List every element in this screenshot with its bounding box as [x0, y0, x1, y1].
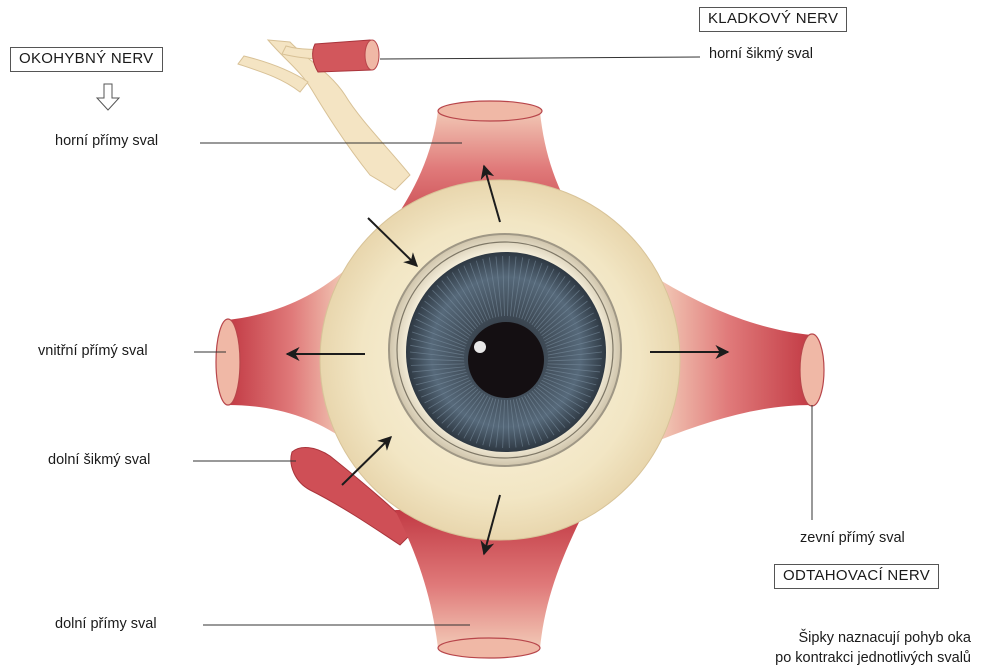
medial-rectus-label: vnitřní přímý sval — [38, 343, 148, 360]
superior-oblique-muscle — [313, 40, 379, 72]
note-line-2: po kontrakci jednotlivých svalů — [775, 648, 971, 668]
superior-rectus-label: horní přímy sval — [55, 133, 158, 150]
abducens-nerve-label: ODTAHOVACÍ NERV — [774, 564, 939, 589]
lateral-rectus-label: zevní přímý sval — [800, 530, 905, 547]
pupil — [468, 322, 544, 398]
oculomotor-nerve-label: OKOHYBNÝ NERV — [10, 47, 163, 72]
arrow-explanation-note: Šipky naznacují pohyb oka po kontrakci j… — [775, 628, 971, 668]
superior-oblique-label: horní šikmý sval — [709, 46, 813, 63]
inferior-rectus-label: dolní přímy sval — [55, 616, 157, 633]
trochlear-nerve-label: KLADKOVÝ NERV — [699, 7, 847, 32]
inferior-oblique-label: dolní šikmý sval — [48, 452, 150, 469]
leader-superior-oblique — [380, 57, 700, 59]
pupil-highlight — [474, 341, 486, 353]
down-arrow-icon — [97, 84, 119, 110]
note-line-1: Šipky naznacují pohyb oka — [775, 628, 971, 648]
lateral-rectus-muscle — [660, 280, 824, 440]
